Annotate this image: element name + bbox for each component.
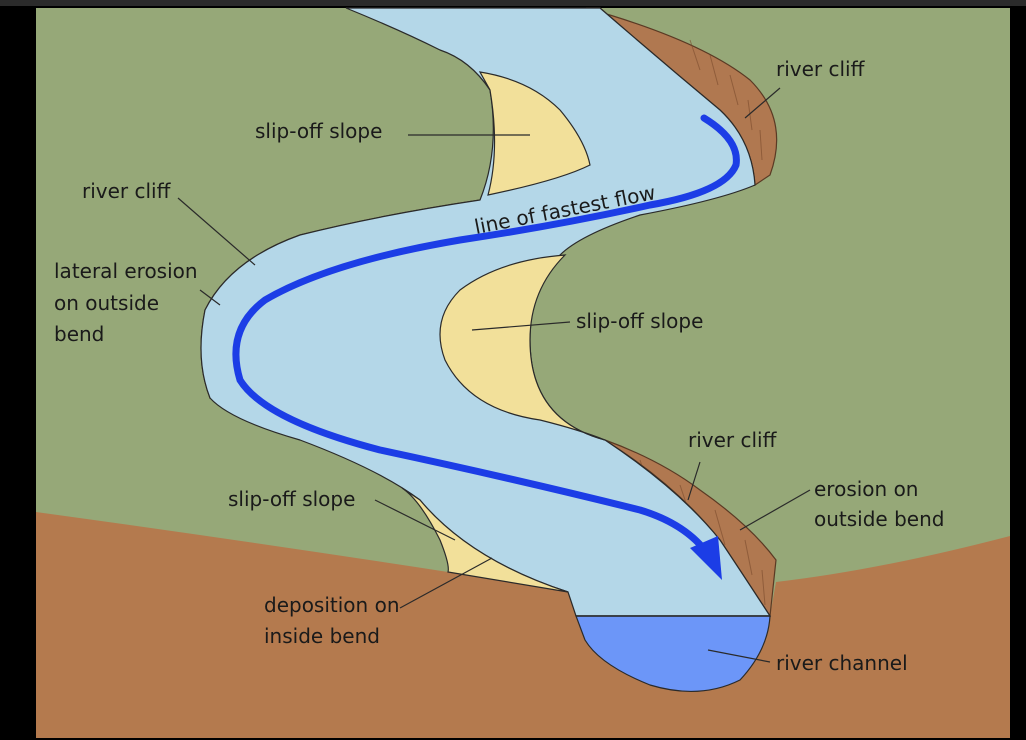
label-slip-off-top: slip-off slope <box>255 119 382 143</box>
leader-lines <box>177 87 811 663</box>
river-channel <box>575 615 771 692</box>
top-bar <box>0 0 1026 6</box>
slip-off-slope-bottom <box>401 487 569 593</box>
label-slip-off-middle: slip-off slope <box>576 309 703 333</box>
label-river-channel: river channel <box>776 651 908 675</box>
fastest-flow-arrowhead <box>690 536 722 580</box>
label-lateral-erosion-1: lateral erosion <box>54 259 198 283</box>
fastest-flow-arrow <box>232 114 740 564</box>
label-river-cliff-top: river cliff <box>776 57 866 81</box>
label-deposition-2: inside bend <box>264 624 380 648</box>
label-deposition-1: deposition on <box>264 593 400 617</box>
slip-off-slope-top <box>478 71 591 196</box>
earth-cross-section <box>36 512 1010 738</box>
label-erosion-outside-2: outside bend <box>814 507 944 531</box>
label-river-cliff-left: river cliff <box>82 179 172 203</box>
label-lateral-erosion-2: on outside <box>54 291 159 315</box>
label-slip-off-bottom: slip-off slope <box>228 487 355 511</box>
label-lateral-erosion-3: bend <box>54 322 104 346</box>
label-river-cliff-right: river cliff <box>688 428 778 452</box>
slip-off-slope-middle <box>439 254 606 441</box>
label-erosion-outside-1: erosion on <box>814 477 918 501</box>
